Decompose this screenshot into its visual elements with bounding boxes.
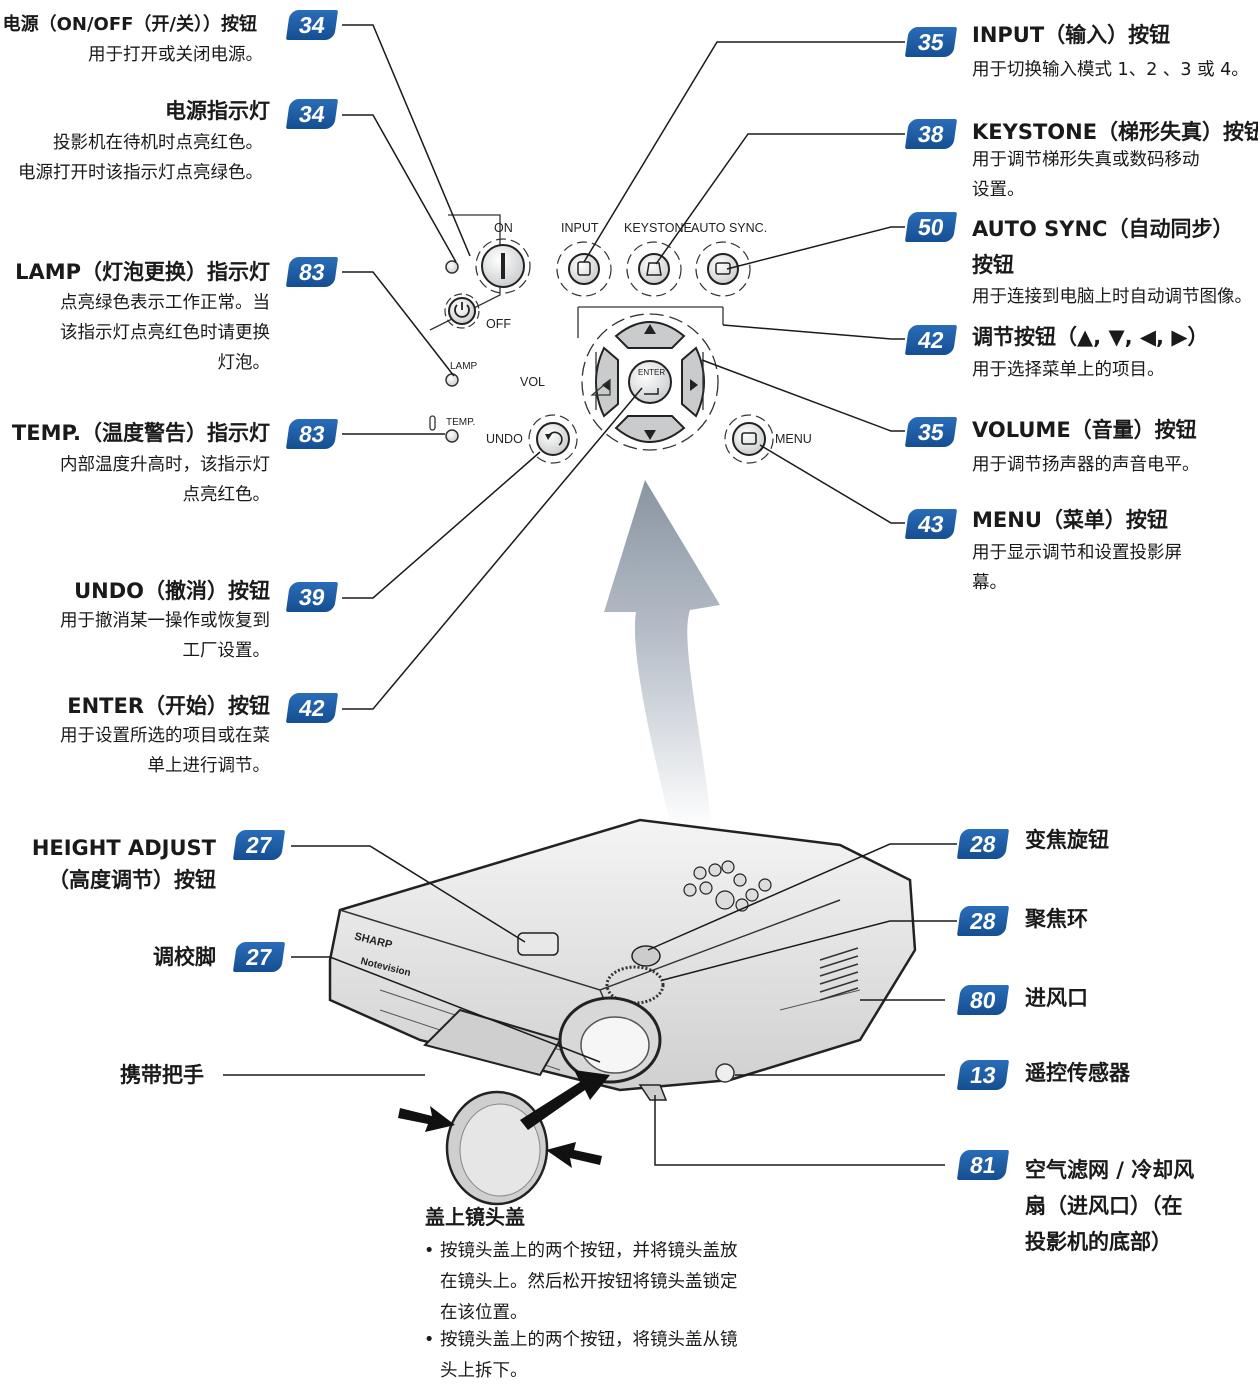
height-adjust-title: HEIGHT ADJUST （高度调节）按钮 <box>31 836 216 892</box>
page-badge: 13 <box>956 1060 1010 1090</box>
page-badge: 43 <box>904 509 958 539</box>
page-badge: 42 <box>904 325 958 355</box>
page-badge: 83 <box>285 419 339 449</box>
control-panel <box>390 186 856 499</box>
label-input: INPUT <box>561 221 599 235</box>
label-enter: ENTER <box>638 368 666 377</box>
volume-button-title: VOLUME（音量）按钮 <box>972 418 1197 442</box>
control-panel-graphics <box>429 214 774 464</box>
temp-indicator-desc: 内部温度升高时，该指示灯 点亮红色。 <box>60 455 270 505</box>
projector-graphics <box>328 818 917 1206</box>
label-on: ON <box>494 221 513 235</box>
focus-ring-title: 聚焦环 <box>1025 907 1088 931</box>
power-button-title: 电源（ON/OFF（开/关））按钮 <box>2 14 257 35</box>
page-badge: 27 <box>232 942 286 972</box>
volume-button-desc: 用于调节扬声器的声音电平。 <box>972 455 1200 475</box>
page-badge: 28 <box>956 906 1010 936</box>
page-badge: 28 <box>956 829 1010 859</box>
lamp-indicator-title: LAMP（灯泡更换）指示灯 <box>15 260 270 284</box>
page-badge: 34 <box>285 99 339 129</box>
keystone-button-desc: 用于调节梯形失真或数码移动 设置。 <box>972 150 1200 200</box>
input-button-title: INPUT（输入）按钮 <box>972 23 1171 47</box>
menu-button-desc: 用于显示调节和设置投影屏 幕。 <box>972 543 1182 593</box>
adjuster-foot-title: 调校脚 <box>153 945 216 969</box>
label-lamp: LAMP <box>450 361 478 372</box>
adjust-buttons-desc: 用于选择菜单上的项目。 <box>972 360 1165 380</box>
menu-button-title: MENU（菜单）按钮 <box>972 508 1168 532</box>
zoom-knob-title: 变焦旋钮 <box>1025 828 1109 852</box>
air-intake-title: 进风口 <box>1025 986 1088 1010</box>
page-badge: 34 <box>285 10 339 40</box>
label-off: OFF <box>486 317 511 331</box>
input-button-desc: 用于切换输入模式 1、2 、3 或 4。 <box>972 60 1249 80</box>
page-badge: 42 <box>285 693 339 723</box>
label-keystone: KEYSTONE <box>624 221 692 235</box>
lens-cap-bullet: 按镜头盖上的两个按钮，将镜头盖从镜 头上拆下。 <box>424 1325 737 1387</box>
temp-indicator-title: TEMP.（温度警告）指示灯 <box>11 421 270 445</box>
label-undo: UNDO <box>486 432 523 446</box>
adjust-buttons-title: 调节按钮（▲, ▼, ◀, ▶） <box>972 325 1209 349</box>
keystone-button-title: KEYSTONE（梯形失真）按钮 <box>972 120 1258 144</box>
label-vol: VOL <box>520 375 546 389</box>
lens-cap-bullet: 按镜头盖上的两个按钮，并将镜头盖放 在镜头上。然后松开按钮将镜头盖锁定 在该位置… <box>424 1236 737 1329</box>
label-menu: MENU <box>775 432 812 446</box>
power-indicator-title: 电源指示灯 <box>165 99 270 123</box>
direction-arrow <box>604 480 720 830</box>
page-badge: 80 <box>956 985 1010 1015</box>
label-temp: TEMP. <box>446 417 476 428</box>
autosync-button-title: AUTO SYNC（自动同步） 按钮 <box>972 217 1234 277</box>
undo-button-title: UNDO（撤消）按钮 <box>74 579 270 603</box>
lens-cap-heading: 盖上镜头盖 <box>425 1205 525 1229</box>
lamp-indicator-desc: 点亮绿色表示工作正常。当 该指示灯点亮红色时请更换 灯泡。 <box>60 293 270 373</box>
page-badge: 39 <box>285 582 339 612</box>
page-badge: 35 <box>904 27 958 57</box>
leader-lines <box>223 24 957 1166</box>
page-badge: 35 <box>904 417 958 447</box>
power-indicator-desc: 投影机在待机时点亮红色。 电源打开时该指示灯点亮绿色。 <box>18 133 263 183</box>
page-badge: 27 <box>232 830 286 860</box>
undo-button-desc: 用于撤消某一操作或恢复到 工厂设置。 <box>60 611 270 661</box>
page-badge: 50 <box>904 212 958 242</box>
page-badge: 81 <box>956 1150 1010 1180</box>
page-badge: 38 <box>904 119 958 149</box>
label-autosync: AUTO SYNC. <box>691 221 768 235</box>
enter-button-title: ENTER（开始）按钮 <box>67 694 270 718</box>
carry-handle-title: 携带把手 <box>120 1063 204 1087</box>
enter-button-desc: 用于设置所选的项目或在菜 单上进行调节。 <box>60 726 270 776</box>
power-button-desc: 用于打开或关闭电源。 <box>88 45 263 65</box>
remote-sensor-title: 遥控传感器 <box>1025 1061 1130 1085</box>
air-filter-title: 空气滤网 / 冷却风 扇（进风口）（在 投影机的底部） <box>1025 1158 1195 1254</box>
page-badge: 83 <box>285 257 339 287</box>
autosync-button-desc: 用于连接到电脑上时自动调节图像。 <box>972 287 1252 307</box>
